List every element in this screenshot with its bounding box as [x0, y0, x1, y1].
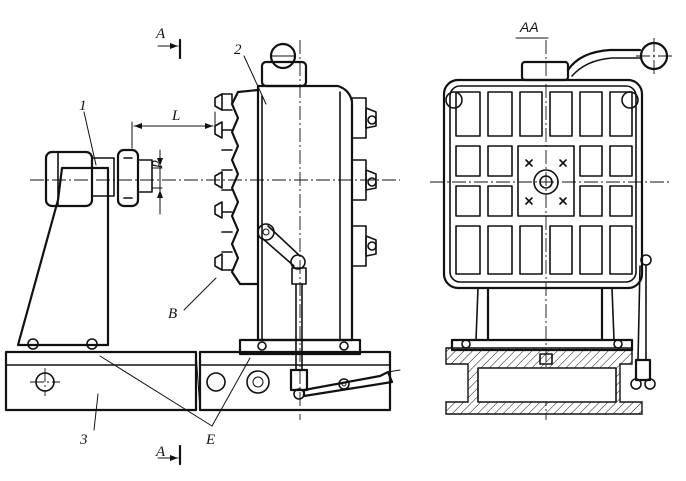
section-marker-top: A	[155, 26, 182, 60]
label-point-B: B	[168, 306, 177, 322]
coupling	[116, 148, 163, 208]
pump-body	[214, 42, 377, 356]
section-view-title: AA	[519, 19, 539, 35]
section-view-AA: AA	[430, 19, 674, 420]
section-top-label: A	[155, 26, 166, 42]
label-part-1: 1	[79, 98, 87, 114]
section-bottom-label: A	[155, 444, 166, 460]
label-point-E: E	[205, 432, 215, 448]
dimension-L: L	[131, 108, 216, 149]
label-part-3: 3	[79, 432, 88, 448]
side-view: L d 1 2 3 B E A	[4, 26, 401, 466]
dimension-d: d	[148, 149, 164, 215]
dim-L-label: L	[171, 108, 180, 124]
section-marker-bottom: A	[155, 444, 182, 466]
callouts: 1 2 3 B E	[79, 42, 267, 448]
linkage	[257, 223, 401, 400]
base-plate	[4, 350, 392, 412]
housing-grid	[455, 91, 633, 275]
label-part-2: 2	[234, 42, 242, 58]
dim-d-label: d	[148, 160, 164, 168]
bracket	[16, 150, 115, 350]
